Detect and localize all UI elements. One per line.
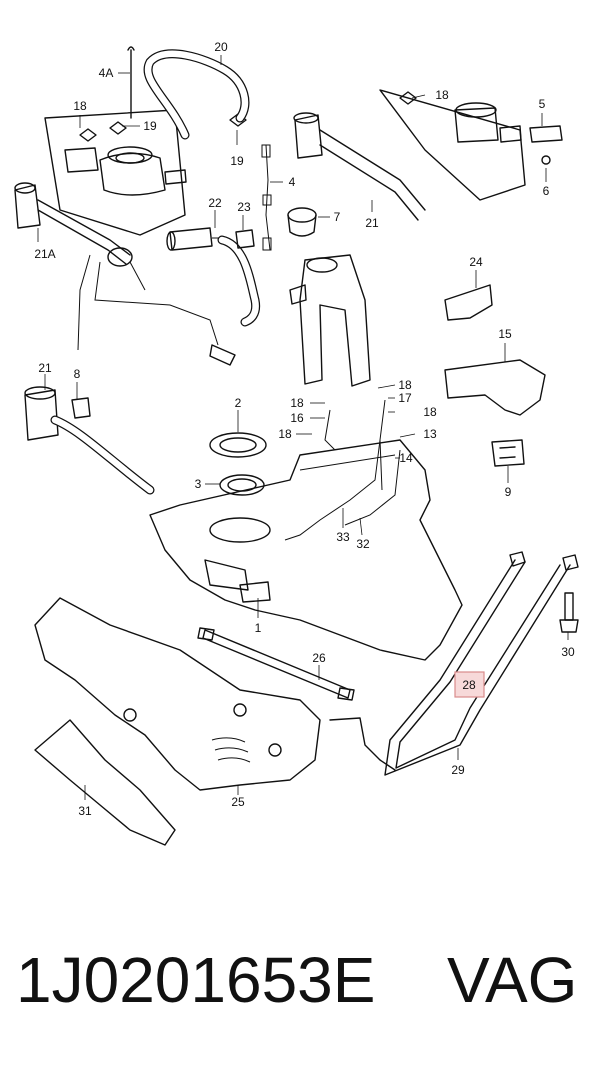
highlight-box-28 bbox=[454, 671, 485, 698]
callout-18a: 18 bbox=[73, 99, 87, 113]
callout-32: 32 bbox=[356, 537, 370, 551]
seal-3 bbox=[219, 474, 265, 496]
callout-21b: 21 bbox=[365, 216, 379, 230]
callout-30: 30 bbox=[561, 645, 575, 659]
filler-neck-assembly-right bbox=[379, 89, 526, 201]
callout-18b: 18 bbox=[435, 88, 449, 102]
callout-9: 9 bbox=[505, 485, 512, 499]
callout-19b: 19 bbox=[230, 154, 244, 168]
strap-26 bbox=[197, 627, 355, 701]
callout-15: 15 bbox=[498, 327, 512, 341]
clip-9 bbox=[491, 439, 525, 467]
callout-21c: 21 bbox=[38, 361, 52, 375]
callout-7: 7 bbox=[334, 210, 341, 224]
callout-17: 17 bbox=[398, 391, 412, 405]
callout-18c: 18 bbox=[290, 396, 304, 410]
bracket-15 bbox=[444, 359, 546, 416]
callout-21a: 21A bbox=[34, 247, 55, 261]
lock-ring-2 bbox=[209, 432, 267, 458]
canister-21-lower bbox=[24, 386, 59, 441]
hose-21-lower bbox=[50, 415, 155, 495]
canister-21-top bbox=[293, 112, 426, 221]
wire-4 bbox=[261, 144, 272, 251]
callout-4a: 4A bbox=[99, 66, 114, 80]
footer: 1J0201653E VAG bbox=[0, 940, 600, 1030]
hose-8 bbox=[71, 397, 91, 419]
callout-labels: 20 4A 18 19 19 4 22 23 21A 7 18 5 6 21 2… bbox=[34, 40, 575, 818]
fuel-tank-exploded-diagram: 20 4A 18 19 19 4 22 23 21A 7 18 5 6 21 2… bbox=[14, 40, 579, 846]
callout-1: 1 bbox=[255, 621, 262, 635]
filler-pipe bbox=[289, 254, 371, 387]
bolt-30 bbox=[559, 592, 579, 633]
callout-22: 22 bbox=[208, 196, 222, 210]
fuel-tank bbox=[149, 439, 463, 661]
charcoal-canister-21a bbox=[14, 182, 236, 366]
callout-5: 5 bbox=[539, 97, 546, 111]
callout-29: 29 bbox=[451, 763, 465, 777]
shield-31 bbox=[34, 719, 176, 846]
part-number: 1J0201653E bbox=[16, 944, 376, 1016]
callout-33: 33 bbox=[336, 530, 350, 544]
callout-26: 26 bbox=[312, 651, 326, 665]
bolt-5 bbox=[529, 125, 563, 165]
callout-4: 4 bbox=[289, 175, 296, 189]
callout-2: 2 bbox=[235, 396, 242, 410]
valve-22 bbox=[166, 227, 222, 251]
callout-6: 6 bbox=[543, 184, 550, 198]
callout-16: 16 bbox=[290, 411, 304, 425]
clip-23 bbox=[235, 229, 255, 249]
brand-name: VAG bbox=[447, 944, 578, 1016]
callout-18f: 18 bbox=[423, 405, 437, 419]
callout-25: 25 bbox=[231, 795, 245, 809]
callout-18e: 18 bbox=[398, 378, 412, 392]
callout-19a: 19 bbox=[143, 119, 157, 133]
callout-28: 28 bbox=[462, 678, 476, 692]
tank-straps-28-29 bbox=[329, 551, 579, 776]
cap-7 bbox=[287, 207, 317, 237]
hose-22 bbox=[217, 235, 261, 327]
vent-rod-4a bbox=[127, 46, 135, 119]
filler-neck-assembly-left bbox=[44, 109, 247, 236]
clip-24 bbox=[444, 284, 493, 321]
callout-20: 20 bbox=[214, 40, 228, 54]
callout-13: 13 bbox=[423, 427, 437, 441]
callout-8: 8 bbox=[74, 367, 81, 381]
callout-23: 23 bbox=[237, 200, 251, 214]
callout-24: 24 bbox=[469, 255, 483, 269]
heat-shield-25 bbox=[34, 597, 321, 791]
callout-14: 14 bbox=[399, 451, 413, 465]
fuel-lines bbox=[284, 399, 401, 541]
callout-31: 31 bbox=[78, 804, 92, 818]
callout-3: 3 bbox=[195, 477, 202, 491]
leader-lines bbox=[37, 55, 569, 800]
callout-18d: 18 bbox=[278, 427, 292, 441]
breather-hose-20 bbox=[143, 49, 250, 140]
